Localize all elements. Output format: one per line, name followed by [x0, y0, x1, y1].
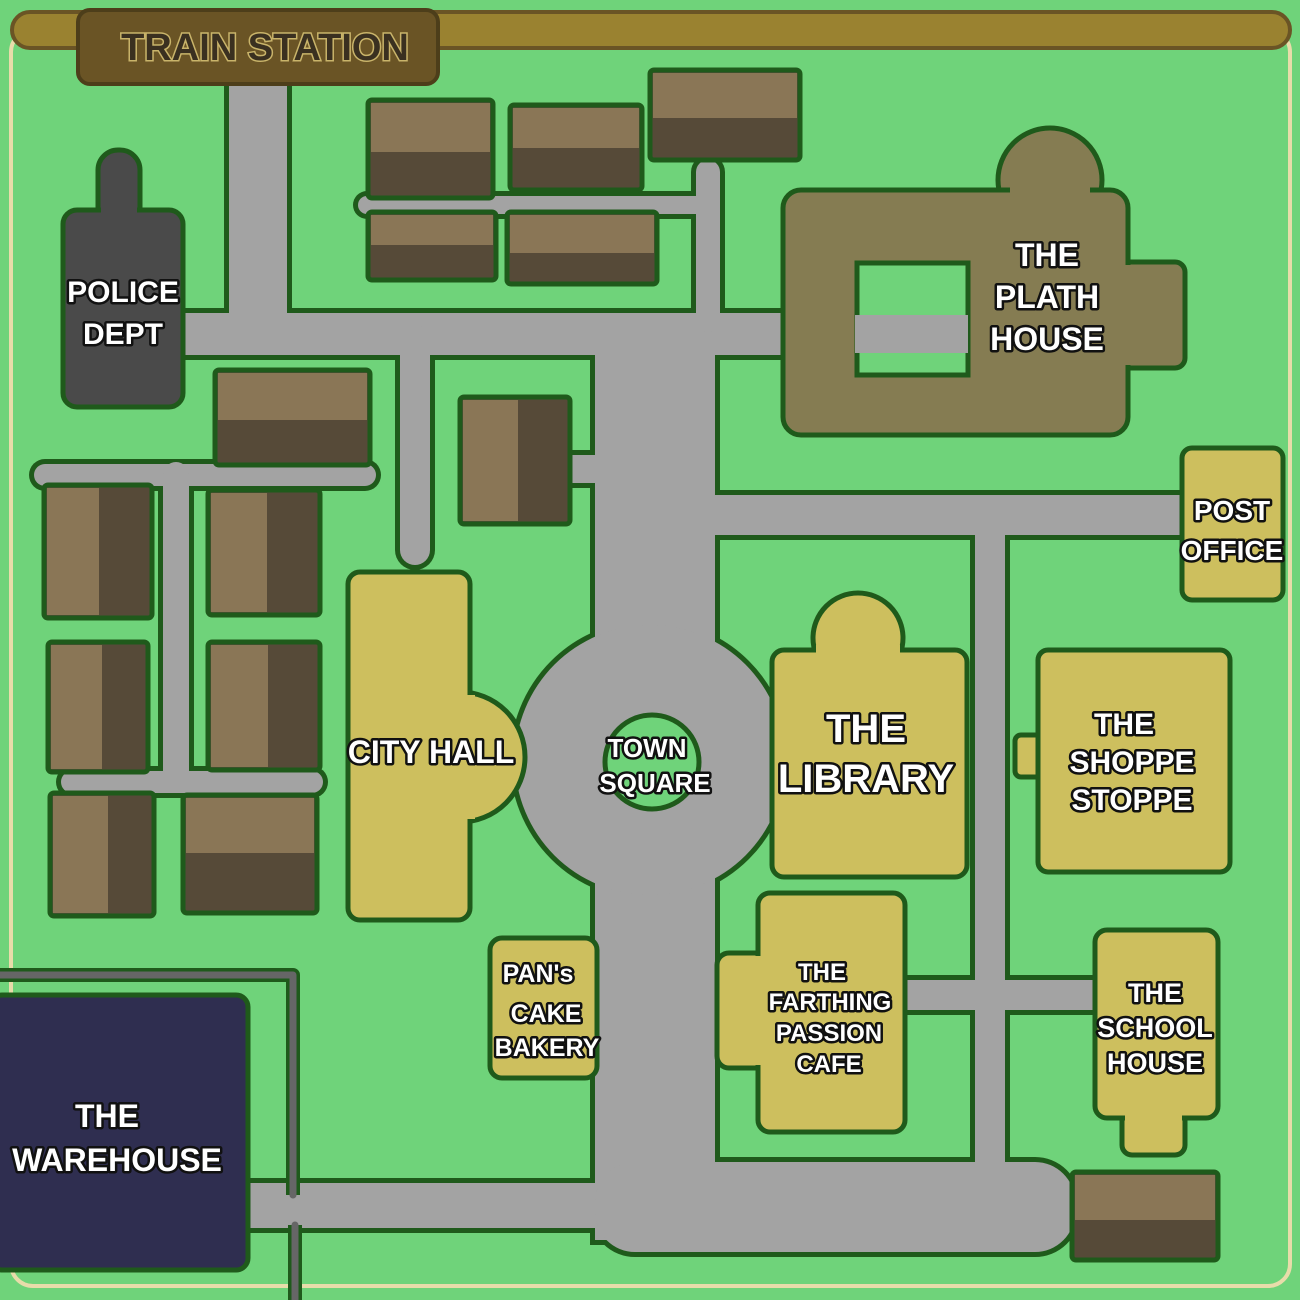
city-hall[interactable]: CITY HALL [345, 569, 528, 923]
bakery-label: CAKE [511, 1000, 582, 1028]
train-station-label: TRAIN STATION [121, 27, 409, 69]
house [365, 97, 496, 201]
school-house[interactable]: THE SCHOOL HOUSE [1092, 927, 1221, 1158]
school-label: THE [1128, 978, 1182, 1008]
bakery-label: BAKERY [495, 1034, 600, 1062]
house [212, 367, 373, 468]
warehouse-label: WAREHOUSE [12, 1142, 222, 1178]
house [365, 209, 499, 283]
house [180, 792, 320, 916]
pans-cake-bakery[interactable]: PAN's CAKE BAKERY [487, 935, 602, 1081]
post-office-label: OFFICE [1181, 535, 1284, 566]
house [41, 482, 155, 621]
cafe-label: THE [798, 959, 846, 986]
town-square[interactable]: TOWN SQUARE [597, 712, 713, 812]
house [507, 102, 645, 193]
cafe-label: PASSION [776, 1020, 882, 1047]
police-label: POLICE [67, 276, 179, 309]
house [457, 394, 573, 527]
town-square-label: TOWN [608, 733, 687, 763]
houses [41, 67, 1221, 1263]
school-label: SCHOOL [1097, 1013, 1213, 1043]
house [47, 790, 157, 919]
warehouse-fence [0, 968, 302, 1300]
cafe-label: CAFE [796, 1051, 861, 1078]
library-label: THE [826, 707, 906, 751]
shoppe-stoppe[interactable]: THE SHOPPE STOPPE [1012, 647, 1233, 875]
police-label: DEPT [83, 318, 163, 351]
house [647, 67, 803, 163]
farthing-passion-cafe[interactable]: THE FARTHING PASSION CAFE [714, 890, 908, 1135]
house [45, 639, 151, 775]
plath-house[interactable]: THE PLATH HOUSE [780, 125, 1188, 438]
plath-label: HOUSE [990, 321, 1104, 357]
shoppe-label: STOPPE [1071, 784, 1192, 817]
library[interactable]: THE LIBRARY [769, 590, 970, 880]
library-label: LIBRARY [778, 757, 955, 801]
city-hall-label: CITY HALL [348, 734, 515, 770]
bakery-label: PAN's [503, 960, 574, 988]
cafe-label: FARTHING [769, 989, 892, 1016]
house [205, 639, 323, 773]
shoppe-label: SHOPPE [1069, 746, 1194, 779]
house [504, 209, 660, 287]
shoppe-label: THE [1094, 708, 1154, 741]
plath-label: THE [1015, 237, 1079, 273]
post-office[interactable]: POST OFFICE [1178, 445, 1286, 603]
post-office-label: POST [1194, 495, 1270, 526]
police-dept[interactable]: POLICE DEPT [60, 147, 186, 410]
town-square-label: SQUARE [599, 768, 710, 798]
house [1069, 1169, 1221, 1263]
plath-label: PLATH [995, 279, 1099, 315]
house [205, 487, 323, 618]
train-station[interactable]: TRAIN STATION [76, 8, 440, 86]
warehouse[interactable]: THE WAREHOUSE [0, 992, 251, 1273]
school-label: HOUSE [1107, 1048, 1203, 1078]
warehouse-label: THE [75, 1098, 139, 1134]
